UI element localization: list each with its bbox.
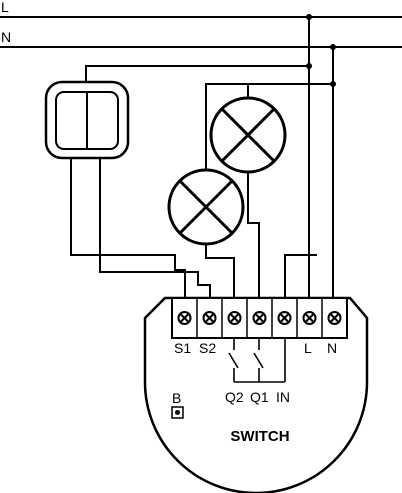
- terminal-block: [171, 297, 348, 339]
- button-b-dot: [175, 410, 180, 415]
- terminal-screw-q2: [227, 311, 242, 325]
- terminal-label-n: N: [327, 340, 337, 356]
- label-q1: Q1: [250, 389, 269, 405]
- wires: [70, 16, 334, 299]
- terminal-screw-s1: [177, 311, 192, 325]
- relay-contacts: [228, 338, 286, 383]
- label-q2: Q2: [225, 389, 244, 405]
- double-push-button: [44, 80, 130, 160]
- lamp-upper: [209, 96, 287, 174]
- terminal-screw-l: [302, 311, 317, 325]
- label-in: IN: [276, 389, 290, 405]
- button-b-label: B: [172, 390, 181, 406]
- line-bus-label: L: [1, 0, 9, 15]
- lamp-lower: [167, 168, 245, 246]
- module-title: SWITCH: [230, 428, 289, 445]
- terminal-label-l: L: [304, 340, 312, 356]
- terminal-screw-n: [327, 311, 342, 325]
- terminal-screw-q1: [252, 311, 267, 325]
- terminal-screw-in: [277, 311, 292, 325]
- terminal-screw-s2: [202, 311, 217, 325]
- neutral-bus-label: N: [1, 29, 11, 45]
- terminal-label-s2: S2: [199, 340, 216, 356]
- terminal-label-s1: S1: [174, 340, 191, 356]
